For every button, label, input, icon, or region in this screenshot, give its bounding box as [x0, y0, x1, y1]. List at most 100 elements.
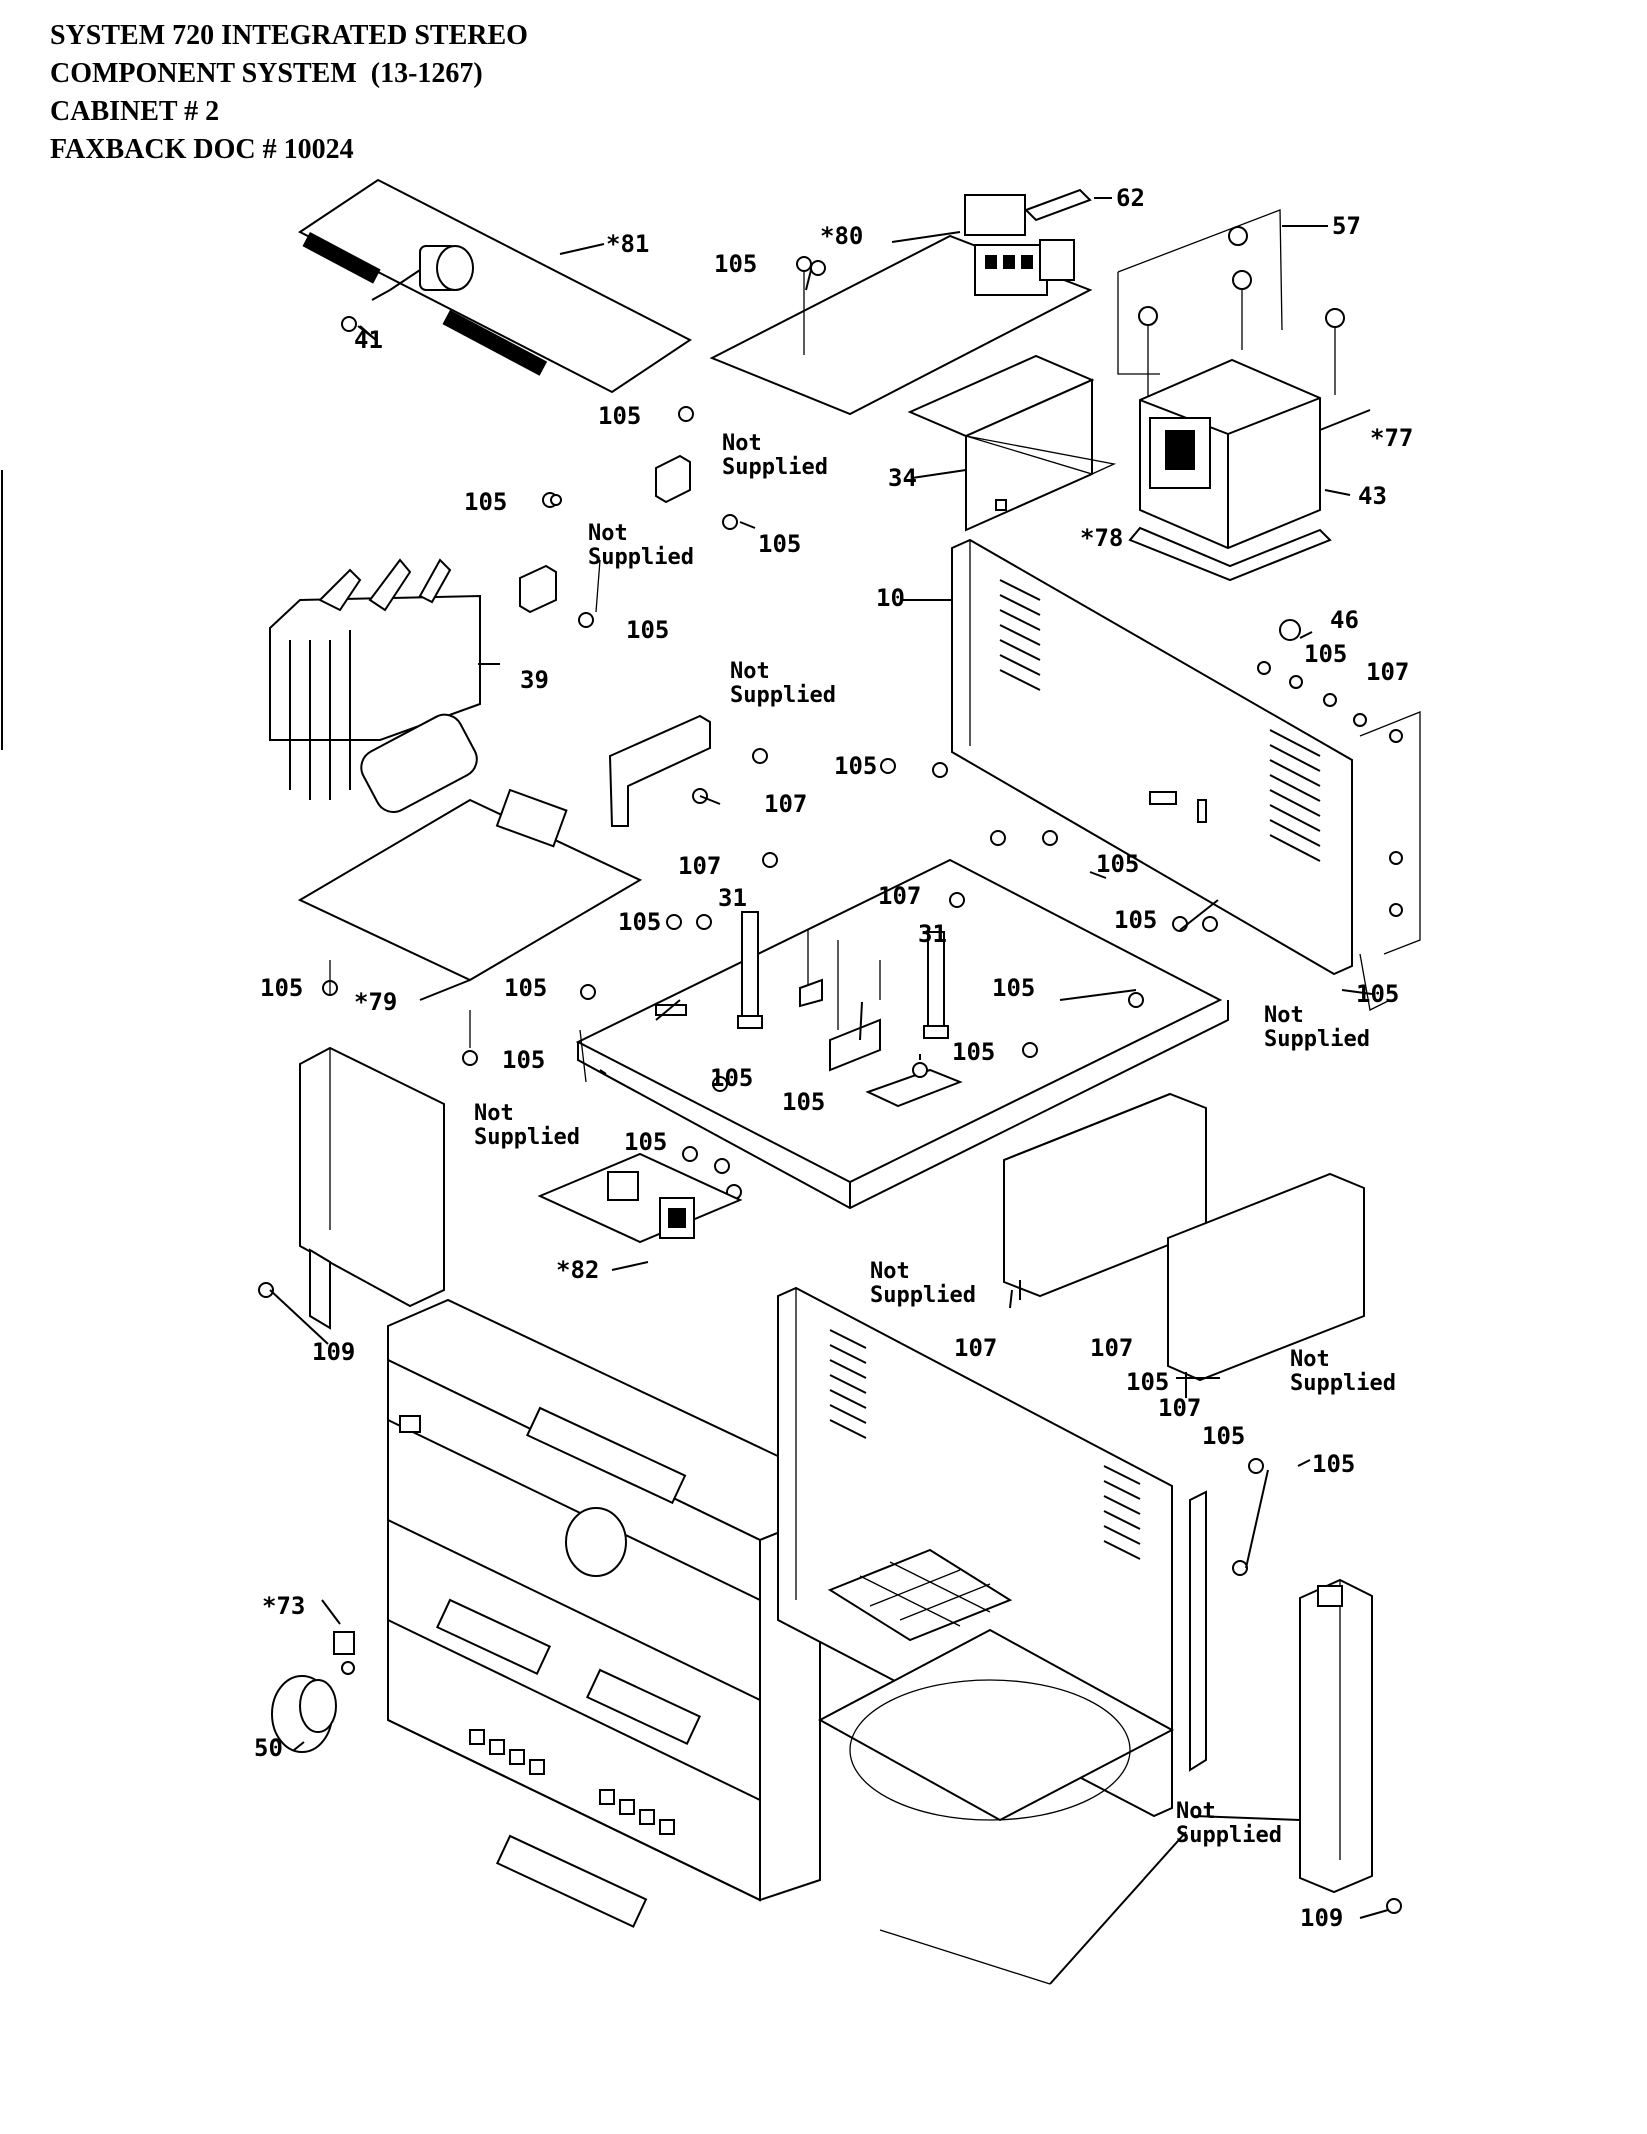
rear-panel-vents-left — [999, 579, 1041, 691]
part-46-power-cord-bushing — [1279, 619, 1301, 641]
label-105-v: 105 — [1312, 1450, 1355, 1478]
label-10: 10 — [876, 584, 905, 612]
note-not-5: Not — [474, 1101, 514, 1126]
doc-title-line-2: COMPONENT SYSTEM (13-1267) — [50, 58, 483, 89]
cd-display — [495, 1834, 648, 1928]
label-79: *79 — [354, 988, 397, 1016]
label-78: *78 — [1080, 524, 1123, 552]
label-105-t: 105 — [1126, 1368, 1169, 1396]
rear-panel-vents-right — [1269, 729, 1321, 862]
doc-title-line-4: FAXBACK DOC # 10024 — [50, 134, 354, 165]
side-plate-right-b — [1167, 1172, 1365, 1398]
label-80: *80 — [820, 222, 863, 250]
rear-housing-vents — [829, 1329, 1141, 1560]
label-107-c: 107 — [678, 852, 721, 880]
part-31-support-left — [737, 911, 763, 1029]
label-57: 57 — [1332, 212, 1361, 240]
label-105-s: 105 — [624, 1128, 667, 1156]
part-31-support-right — [923, 931, 949, 1039]
label-34: 34 — [888, 464, 917, 492]
note-supplied-7: Supplied — [1290, 1371, 1396, 1396]
part-82-small-pcb — [537, 1152, 743, 1244]
cd-tray — [817, 1628, 1175, 1822]
note-not-1: Not — [722, 431, 762, 456]
part-39-heatsink — [269, 558, 500, 800]
label-46: 46 — [1330, 606, 1359, 634]
label-105-a: 105 — [714, 250, 757, 278]
label-50: 50 — [254, 1734, 283, 1762]
label-31-a: 31 — [718, 884, 747, 912]
label-105-c: 105 — [464, 488, 507, 516]
label-41: 41 — [354, 326, 383, 354]
label-107-b: 107 — [764, 790, 807, 818]
note-supplied-1: Supplied — [722, 455, 828, 480]
label-105-b: 105 — [598, 402, 641, 430]
part-73-knob-bushing — [333, 1631, 355, 1675]
label-105-o: 105 — [502, 1046, 545, 1074]
part-81-control-pcb — [298, 178, 692, 394]
label-105-m: 105 — [992, 974, 1035, 1002]
label-43: 43 — [1358, 482, 1387, 510]
part-41-knob-nut — [341, 316, 357, 332]
part-78-power-transformer — [1128, 358, 1371, 582]
label-107-d: 107 — [878, 882, 921, 910]
note-supplied-3: Supplied — [730, 683, 836, 708]
bracket-upper-center — [655, 406, 756, 530]
label-62: 62 — [1116, 184, 1145, 212]
part-43-bracket — [1128, 526, 1332, 582]
part-80-input-pcb — [709, 188, 1112, 416]
label-105-g: 105 — [834, 752, 877, 780]
part-57-screw-set — [1117, 209, 1345, 420]
label-105-u: 105 — [1202, 1422, 1245, 1450]
cassette-deck-b — [585, 1668, 702, 1746]
note-supplied-5: Supplied — [474, 1125, 580, 1150]
cassette-deck-a — [435, 1598, 552, 1676]
doc-title-line-3: CABINET # 2 — [50, 96, 220, 127]
label-81: *81 — [606, 230, 649, 258]
label-105-q: 105 — [710, 1064, 753, 1092]
part-50-volume-knob — [271, 1675, 337, 1753]
label-31-b: 31 — [918, 920, 947, 948]
part-10-rear-panel — [900, 538, 1353, 976]
label-105-h: 105 — [1096, 850, 1139, 878]
front-buttons — [469, 1729, 675, 1835]
label-107-e: 107 — [954, 1334, 997, 1362]
note-supplied-4: Supplied — [1264, 1027, 1370, 1052]
label-105-i: 105 — [618, 908, 661, 936]
note-supplied-8: Supplied — [1176, 1823, 1282, 1848]
note-not-2: Not — [588, 521, 628, 546]
label-109-a: 109 — [312, 1338, 355, 1366]
label-105-f: 105 — [1304, 640, 1347, 668]
tuner-display — [525, 1406, 687, 1505]
part-62-connector — [1024, 188, 1092, 222]
power-amp-ic — [360, 713, 478, 813]
leader-lines — [269, 325, 1389, 1985]
label-105-e: 105 — [626, 616, 669, 644]
part-34-shield — [907, 354, 1117, 532]
note-not-4: Not — [1264, 1003, 1304, 1028]
bracket-upper-left — [519, 492, 601, 628]
doc-title-line-1: SYSTEM 720 INTEGRATED STEREO — [50, 20, 528, 51]
label-107-f: 107 — [1090, 1334, 1133, 1362]
label-82: *82 — [556, 1256, 599, 1284]
rear-housing — [777, 1286, 1207, 1822]
label-77: *77 — [1370, 424, 1413, 452]
screw-109-left — [258, 1282, 274, 1298]
note-supplied-6: Supplied — [870, 1283, 976, 1308]
note-not-8: Not — [1176, 1799, 1216, 1824]
label-107-g: 107 — [1158, 1394, 1201, 1422]
note-not-6: Not — [870, 1259, 910, 1284]
volume-knob-opening — [565, 1507, 627, 1577]
label-105-j: 105 — [1114, 906, 1157, 934]
side-plate-left — [258, 1046, 445, 1330]
stereo-main-unit — [387, 1298, 821, 1928]
label-107-a: 107 — [1366, 658, 1409, 686]
screw-109-right — [1386, 1898, 1402, 1914]
chassis-base — [575, 858, 1229, 1210]
note-not-7: Not — [1290, 1347, 1330, 1372]
label-105-n: 105 — [1356, 980, 1399, 1008]
label-105-d: 105 — [758, 530, 801, 558]
label-105-p: 105 — [952, 1038, 995, 1066]
